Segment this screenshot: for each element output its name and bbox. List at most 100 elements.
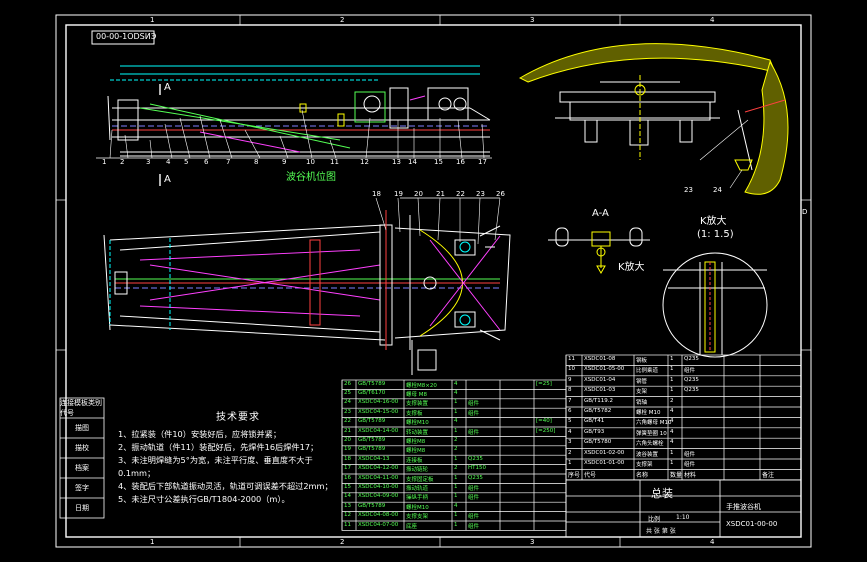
balloon-mid: 22 xyxy=(456,190,465,198)
balloon-top: 17 xyxy=(478,158,487,166)
bom-left-cell: GB/T5789 xyxy=(358,436,386,443)
bom-left-cell: 螺母 M8 xyxy=(406,391,427,398)
section-marker-a-bottom: A xyxy=(164,174,171,185)
product-name: 手推波谷机 xyxy=(726,503,761,511)
bom-left-cell: 1 xyxy=(454,474,458,481)
bom-right-cell: 1 xyxy=(670,387,674,394)
bom-right-cell: 1 xyxy=(670,376,674,383)
bom-left-cell: 18 xyxy=(344,455,351,462)
bom-right-cell: 4 xyxy=(568,428,572,435)
left-strip-cell: 签字 xyxy=(75,484,89,492)
balloon-top: 3 xyxy=(146,158,151,166)
top-side-view xyxy=(96,65,492,186)
balloon-mid: 18 xyxy=(372,190,381,198)
bom-right-cell: 4 xyxy=(670,408,674,414)
technical-notes-title: 技术要求 xyxy=(216,412,260,423)
bom-left-cell: 4 xyxy=(454,502,458,509)
balloon-top: 5 xyxy=(184,158,189,166)
bom-right-cell: 组件 xyxy=(684,368,696,375)
zone-ticks xyxy=(56,15,811,547)
bom-left-cell: 19 xyxy=(344,446,351,453)
bom-right-cell: 支撑架 xyxy=(636,462,653,468)
bom-left-cell: GB/T5789 xyxy=(358,380,386,387)
bom-right-cell: 钢管 xyxy=(636,378,648,385)
bom-left-cell: 螺栓M8×20 xyxy=(406,382,437,389)
left-strip-cell: 连接模板类别代号 xyxy=(60,399,102,417)
bom-left-cell: Q235 xyxy=(468,474,483,481)
bom-left-cell: Q235 xyxy=(468,455,483,462)
bom-left-cell: 组件 xyxy=(468,523,480,530)
bom-right-cell: 1 xyxy=(670,356,674,362)
bom-table-right-grid xyxy=(565,354,802,481)
bom-left-cell: 组件 xyxy=(468,514,480,521)
scale-label: 比例 xyxy=(648,516,661,523)
bom-right-cell: Q235 xyxy=(684,387,699,394)
bom-right-cell: 2 xyxy=(568,449,572,456)
k-detail-inline-label: K放大 xyxy=(618,262,645,273)
bom-left-cell: XSDC04-16-00 xyxy=(358,399,399,406)
bom-left-cell: [=250] xyxy=(536,427,556,434)
bom-left-cell: 螺栓M8 xyxy=(406,448,426,455)
left-strip-cell: 描图 xyxy=(75,424,89,432)
bom-left-cell: 4 xyxy=(454,389,458,396)
zone-number-bottom: 1 xyxy=(150,538,155,546)
balloon-top: 7 xyxy=(226,158,231,166)
bom-left-cell: [=25] xyxy=(536,380,552,387)
bom-right-cell: XSDC01-01-00 xyxy=(584,460,625,466)
bom-right-cell: 螺栓 M10 xyxy=(636,410,661,416)
bom-right-cell: GB/T41 xyxy=(584,418,605,425)
bom-left-cell: 1 xyxy=(454,455,458,462)
bom-left-cell: 26 xyxy=(344,380,351,387)
left-strip-cell: 描校 xyxy=(75,444,89,452)
zone-number-top: 3 xyxy=(530,16,535,24)
bom-table-left-grid xyxy=(341,379,567,531)
bom-right-cell: 8 xyxy=(568,387,572,394)
plan-view xyxy=(103,197,511,375)
balloon-top: 11 xyxy=(330,158,339,166)
bom-right-cell: 7 xyxy=(568,397,572,404)
bom-left-cell: XSDC04-09-00 xyxy=(358,493,399,500)
bom-right-cell: 六角头螺栓 xyxy=(636,441,664,448)
section-marker-a-top: A xyxy=(164,82,171,93)
bom-right-cell: 10 xyxy=(568,366,575,373)
bom-left-cell: 支撑装置 xyxy=(406,401,429,408)
bom-left-cell: 1 xyxy=(454,427,458,434)
bom-right-cell: 9 xyxy=(568,376,572,383)
bom-left-cell: 23 xyxy=(344,408,351,415)
bom-right-cell: GB/T119.2 xyxy=(584,397,613,404)
bom-right-header-cell: 备注 xyxy=(762,472,775,480)
balloon-top: 9 xyxy=(282,158,287,166)
bom-right-cell: GB/T93 xyxy=(584,428,605,435)
title-block-grid xyxy=(565,479,802,538)
zone-number-bottom: 4 xyxy=(710,538,715,546)
balloon-mid: 19 xyxy=(394,190,403,198)
bom-left-cell: 操纵手柄 xyxy=(406,495,429,502)
bom-left-cell: 振动轨道 xyxy=(406,485,429,492)
left-strip-cell: 日期 xyxy=(75,504,89,512)
bom-left-cell: 螺栓M10 xyxy=(406,420,429,427)
bom-left-cell: 1 xyxy=(454,493,458,500)
drawing-number: XSDC01-00-00 xyxy=(726,520,778,528)
bom-left-cell: 组件 xyxy=(468,495,480,502)
inner-frame xyxy=(65,24,802,538)
bom-right-cell: XSDC01-08 xyxy=(584,356,616,362)
zone-number-top: 1 xyxy=(150,16,155,24)
bom-left-cell: 17 xyxy=(344,465,351,472)
bom-left-cell: 1 xyxy=(454,521,458,528)
bom-right-cell: 弹簧垫圈 10 xyxy=(636,430,667,437)
bom-right-cell: XSDC01-05-00 xyxy=(584,366,625,373)
bom-right-cell: 2 xyxy=(670,397,674,404)
bom-right-header-cell: 代号 xyxy=(584,472,597,480)
technical-note-item: 5、未注尺寸公差执行GB/T1804-2000（m）。 xyxy=(118,494,290,504)
bom-left-cell: 支撑固定板 xyxy=(406,476,434,483)
bom-right-cell: 1 xyxy=(670,366,674,373)
bom-right-cell: 1 xyxy=(670,460,674,466)
balloon-top: 1 xyxy=(102,158,107,166)
zone-number-top: 4 xyxy=(710,16,715,24)
technical-note-item: 0.1mm； xyxy=(118,468,156,478)
bom-left-cell: 24 xyxy=(344,399,351,406)
bom-right-cell: 销轴 xyxy=(636,399,648,406)
technical-note-item: 3、未注明焊缝为5°为宽，未注平行度、垂直度不大于 xyxy=(118,455,313,465)
balloon-mid: 21 xyxy=(436,190,445,198)
bom-left-cell: 组件 xyxy=(468,485,480,492)
